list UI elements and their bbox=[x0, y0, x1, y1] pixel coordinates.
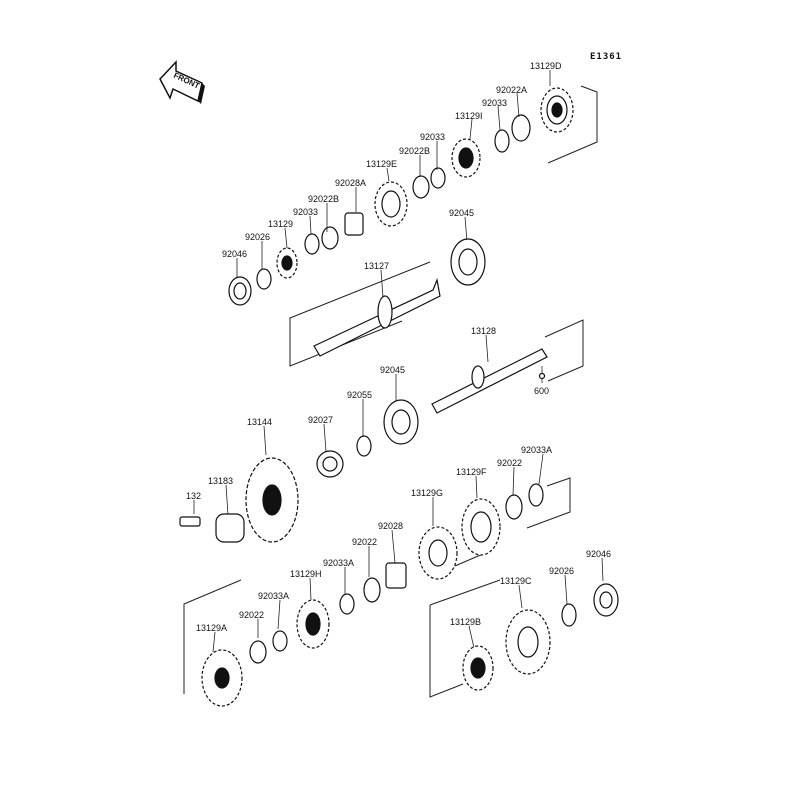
part-label: 92046 bbox=[222, 249, 247, 259]
sprocket-13144-drawing bbox=[245, 457, 299, 543]
bearing-92045-b-drawing bbox=[383, 399, 419, 445]
part-label: 13128 bbox=[471, 326, 496, 336]
ring-92022-c-drawing bbox=[249, 640, 267, 664]
part-label: 13183 bbox=[208, 476, 233, 486]
part-label: 13129C bbox=[500, 576, 532, 586]
ring-92022B-b-drawing bbox=[321, 226, 339, 250]
leader-lines bbox=[193, 70, 604, 653]
gear-13129-drawing bbox=[276, 247, 298, 279]
bearing-92046-b-drawing bbox=[593, 583, 619, 617]
part-label: 13127 bbox=[364, 261, 389, 271]
part-label: 13129H bbox=[290, 569, 322, 579]
plate-13183-drawing bbox=[215, 513, 245, 543]
shaft-13128-drawing bbox=[431, 348, 548, 414]
bearing-92045-a-drawing bbox=[450, 238, 486, 286]
part-label: 13129D bbox=[530, 61, 562, 71]
part-label: 92022 bbox=[239, 610, 264, 620]
ring-92022B-a-drawing bbox=[412, 175, 430, 199]
ring-92022-b-drawing bbox=[363, 577, 381, 603]
part-label: 92046 bbox=[586, 549, 611, 559]
part-label: 13129B bbox=[450, 617, 481, 627]
ring-92033A-a-drawing bbox=[528, 483, 544, 507]
ring-92033-c-drawing bbox=[304, 233, 320, 255]
gear-13129F-drawing bbox=[461, 498, 501, 556]
gear-13129C-drawing bbox=[505, 609, 551, 675]
part-label: 13129F bbox=[456, 467, 487, 477]
gear-13129I-drawing bbox=[451, 138, 481, 178]
part-label: 92022A bbox=[496, 85, 527, 95]
bearing-92046-a-drawing bbox=[228, 276, 252, 306]
diagram-code: E1361 bbox=[590, 52, 622, 62]
part-label: 92026 bbox=[549, 566, 574, 576]
gear-13129E-drawing bbox=[374, 181, 408, 227]
ball-600-drawing bbox=[538, 372, 546, 380]
part-label: 92045 bbox=[380, 365, 405, 375]
part-label: 13129E bbox=[366, 159, 397, 169]
part-label: 600 bbox=[534, 386, 549, 396]
part-label: 13144 bbox=[247, 417, 272, 427]
part-label: 92022 bbox=[352, 537, 377, 547]
part-label: 13129 bbox=[268, 219, 293, 229]
gear-13129G-drawing bbox=[418, 526, 458, 580]
ring-92033A-c-drawing bbox=[272, 630, 288, 652]
part-labels: 13129D 92022A 92033 13129I 92033 92022B … bbox=[186, 61, 611, 633]
part-label: 92055 bbox=[347, 390, 372, 400]
gear-13129A-drawing bbox=[201, 649, 243, 707]
ring-92033A-b-drawing bbox=[339, 593, 355, 615]
part-label: 92028A bbox=[335, 178, 366, 188]
part-label: 92028 bbox=[378, 521, 403, 531]
part-label: 92033 bbox=[293, 207, 318, 217]
part-label: 92045 bbox=[449, 208, 474, 218]
part-drawings bbox=[179, 87, 619, 707]
part-label: 92033 bbox=[420, 132, 445, 142]
shaft-13127-drawing bbox=[313, 277, 441, 357]
ring-92033-b-drawing bbox=[430, 167, 446, 189]
ring-92033-a-drawing bbox=[494, 129, 510, 153]
part-label: 13129I bbox=[455, 111, 483, 121]
bolt-132-drawing bbox=[179, 516, 201, 527]
ring-92022A-drawing bbox=[511, 114, 531, 142]
part-label: 13129G bbox=[411, 488, 443, 498]
front-arrow-icon: FRONT bbox=[159, 60, 205, 104]
part-label: 92026 bbox=[245, 232, 270, 242]
ring-92055-drawing bbox=[356, 435, 372, 457]
gear-13129D-drawing bbox=[540, 87, 574, 133]
sleeve-92028-drawing bbox=[385, 562, 407, 589]
gear-13129H-drawing bbox=[296, 599, 330, 649]
part-label: 92022B bbox=[308, 194, 339, 204]
ring-92022-a-drawing bbox=[505, 494, 523, 520]
gear-13129B-drawing bbox=[462, 645, 494, 691]
part-label: 13129A bbox=[196, 623, 227, 633]
part-label: 92027 bbox=[308, 415, 333, 425]
part-label: 132 bbox=[186, 491, 201, 501]
part-label: 92022 bbox=[497, 458, 522, 468]
part-label: 92033 bbox=[482, 98, 507, 108]
washer-92026-b-drawing bbox=[561, 603, 577, 627]
part-label: 92033A bbox=[521, 445, 552, 455]
part-label: 92033A bbox=[323, 558, 354, 568]
part-label: 92022B bbox=[399, 146, 430, 156]
bushing-92027-drawing bbox=[316, 450, 344, 478]
part-label: 92033A bbox=[258, 591, 289, 601]
sleeve-92028A-drawing bbox=[344, 212, 364, 236]
washer-92026-a-drawing bbox=[256, 268, 272, 290]
